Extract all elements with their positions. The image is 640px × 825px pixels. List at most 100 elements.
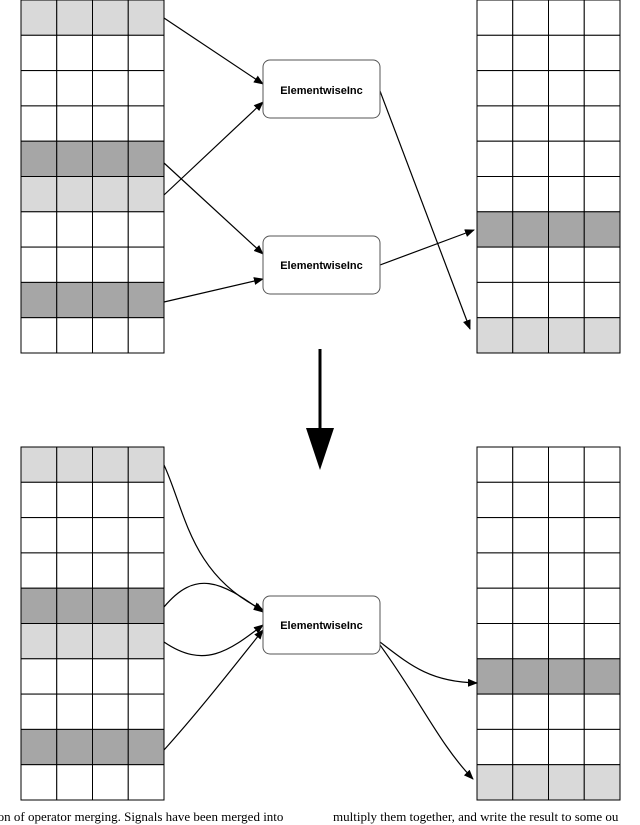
- array-cell-empty: [20, 246, 58, 283]
- array-cell-empty: [127, 70, 165, 107]
- array-cell-light: [56, 0, 93, 36]
- array-cell-empty: [127, 211, 165, 248]
- array-cell-empty: [583, 446, 621, 483]
- array-cell-empty: [476, 140, 514, 177]
- array-cell-empty: [583, 481, 621, 519]
- array-cell-empty: [476, 623, 514, 660]
- array-cell-empty: [583, 517, 621, 554]
- connection-arrow: [163, 17, 264, 85]
- array-cell-empty: [512, 0, 549, 36]
- array-cell-dark: [20, 587, 58, 625]
- array-cell-empty: [583, 140, 621, 177]
- op-box-label: ElementwiseInc: [280, 85, 363, 97]
- array-cell-empty: [20, 764, 58, 801]
- array-cell-empty: [583, 623, 621, 660]
- array-cell-light: [20, 623, 58, 660]
- array-cell-empty: [127, 105, 165, 142]
- top-right-signal-array: [476, 0, 621, 354]
- array-cell-empty: [92, 764, 129, 801]
- array-cell-light: [512, 764, 549, 801]
- elementwise-inc-op-box: ElementwiseInc: [262, 59, 381, 119]
- array-cell-empty: [92, 693, 129, 730]
- array-cell-empty: [20, 317, 58, 354]
- array-cell-dark: [127, 281, 165, 319]
- array-cell-empty: [56, 34, 93, 72]
- array-cell-empty: [476, 481, 514, 519]
- array-cell-empty: [92, 552, 129, 589]
- array-cell-light: [583, 764, 621, 801]
- array-cell-empty: [476, 0, 514, 36]
- array-cell-light: [548, 317, 585, 354]
- array-cell-light: [56, 623, 93, 660]
- array-cell-dark: [56, 728, 93, 766]
- array-cell-empty: [583, 281, 621, 319]
- array-cell-light: [548, 764, 585, 801]
- array-cell-empty: [20, 211, 58, 248]
- array-cell-empty: [583, 105, 621, 142]
- array-cell-dark: [583, 658, 621, 695]
- array-cell-empty: [92, 70, 129, 107]
- array-cell-dark: [20, 140, 58, 177]
- array-cell-dark: [476, 658, 514, 695]
- array-cell-empty: [512, 446, 549, 483]
- array-cell-light: [56, 446, 93, 483]
- array-cell-light: [20, 0, 58, 36]
- array-cell-dark: [56, 140, 93, 177]
- array-cell-empty: [476, 105, 514, 142]
- array-cell-empty: [583, 34, 621, 72]
- array-cell-dark: [583, 211, 621, 248]
- array-cell-empty: [476, 70, 514, 107]
- array-cell-dark: [512, 211, 549, 248]
- array-cell-empty: [476, 246, 514, 283]
- array-cell-dark: [127, 587, 165, 625]
- array-cell-empty: [512, 623, 549, 660]
- array-cell-empty: [548, 140, 585, 177]
- array-cell-empty: [548, 281, 585, 319]
- array-cell-empty: [583, 552, 621, 589]
- array-cell-dark: [20, 281, 58, 319]
- array-cell-empty: [20, 517, 58, 554]
- array-cell-empty: [56, 552, 93, 589]
- array-cell-empty: [20, 105, 58, 142]
- array-cell-light: [127, 623, 165, 660]
- array-cell-light: [92, 0, 129, 36]
- array-cell-light: [583, 317, 621, 354]
- bottom-left-signal-array: [20, 446, 165, 801]
- array-cell-light: [127, 176, 165, 213]
- array-cell-empty: [92, 105, 129, 142]
- array-cell-empty: [20, 658, 58, 695]
- array-cell-empty: [583, 728, 621, 766]
- array-cell-empty: [583, 0, 621, 36]
- array-cell-empty: [548, 623, 585, 660]
- array-cell-empty: [56, 481, 93, 519]
- array-cell-empty: [512, 587, 549, 625]
- array-cell-empty: [56, 764, 93, 801]
- array-cell-empty: [127, 34, 165, 72]
- array-cell-empty: [548, 34, 585, 72]
- op-box-label: ElementwiseInc: [280, 260, 363, 272]
- op-box-label: ElementwiseInc: [280, 620, 363, 632]
- array-cell-empty: [583, 246, 621, 283]
- array-cell-empty: [512, 176, 549, 213]
- array-cell-dark: [127, 728, 165, 766]
- array-cell-empty: [56, 658, 93, 695]
- array-cell-empty: [548, 481, 585, 519]
- array-cell-empty: [92, 34, 129, 72]
- array-cell-empty: [548, 176, 585, 213]
- bottom-diagram: ElementwiseInc: [20, 446, 621, 801]
- connection-arrow: [163, 162, 264, 255]
- array-cell-empty: [127, 517, 165, 554]
- array-cell-empty: [476, 552, 514, 589]
- connection-arrow: [379, 641, 478, 687]
- array-cell-empty: [548, 517, 585, 554]
- array-cell-empty: [512, 34, 549, 72]
- array-cell-empty: [512, 552, 549, 589]
- array-cell-dark: [476, 211, 514, 248]
- array-cell-empty: [512, 481, 549, 519]
- array-cell-light: [127, 446, 165, 483]
- elementwise-inc-op-box: ElementwiseInc: [262, 235, 381, 295]
- array-cell-empty: [20, 70, 58, 107]
- array-cell-empty: [548, 446, 585, 483]
- array-cell-empty: [476, 693, 514, 730]
